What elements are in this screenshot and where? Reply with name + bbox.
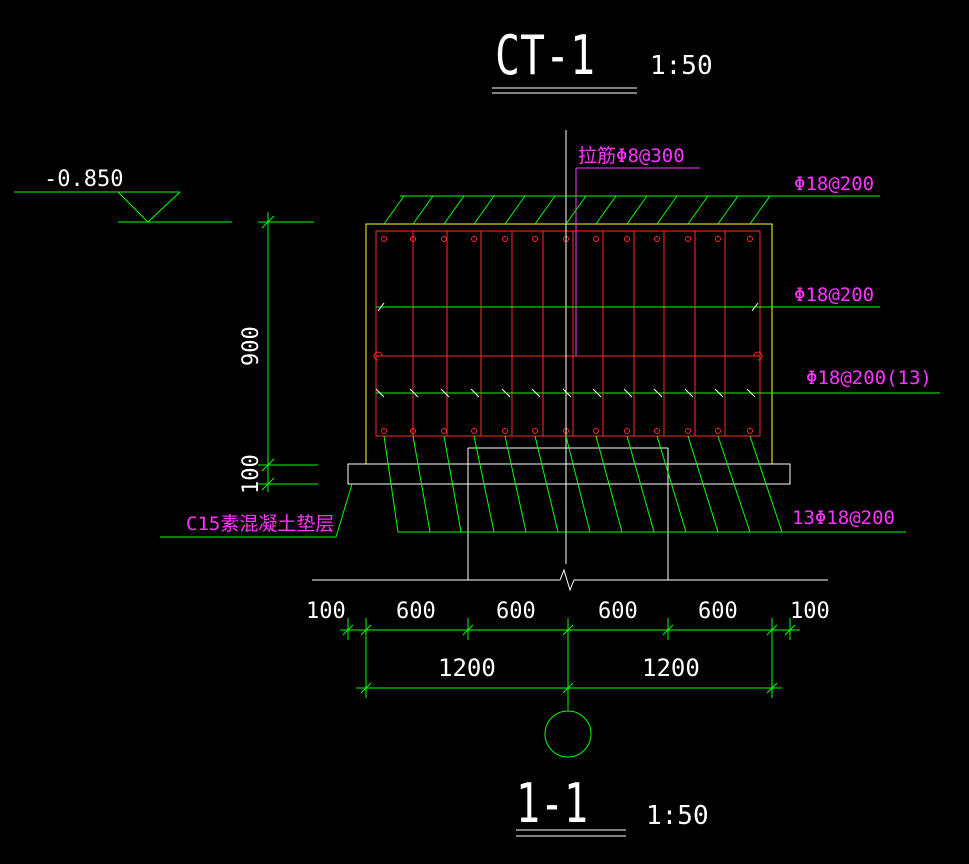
- top-leader-ticks: [383, 195, 880, 225]
- axis-bubble: [544, 710, 592, 758]
- dim-600-c: 600: [598, 599, 638, 624]
- dim-1200-left: 1200: [438, 654, 496, 682]
- dim-1200-right: 1200: [642, 654, 700, 682]
- dim-600-a: 600: [396, 599, 436, 624]
- mid-bar-label: Φ18@200: [794, 284, 874, 306]
- mid-bar-tick-r: [751, 302, 759, 312]
- tie-bar-label: 拉筋Φ8@300: [578, 145, 685, 167]
- bottom-bar-dots: [381, 428, 753, 434]
- pad-dim-text: 100: [239, 454, 264, 494]
- elevation-marker: -0.850: [14, 167, 232, 223]
- top-bar-dots: [381, 236, 753, 242]
- vertical-dimension: [258, 212, 318, 492]
- side-bar-label: Φ18@200(13): [806, 367, 932, 389]
- section-label: 1-1: [516, 772, 588, 835]
- title-scale: 1:50: [650, 51, 713, 81]
- pile: [467, 447, 669, 580]
- dim-100-left: 100: [306, 599, 346, 624]
- bottom-leader-ticks: [383, 435, 906, 533]
- tie-bar: [565, 130, 700, 564]
- pad-leader: [160, 483, 353, 538]
- cap-outline: [365, 223, 773, 465]
- rebar-cage: [373, 230, 763, 437]
- mid-bar-tick-l: [377, 302, 385, 312]
- drawing-title: CT-1: [495, 24, 595, 87]
- dim-chain-2: [356, 640, 782, 698]
- ground-line: [312, 568, 828, 592]
- section-scale: 1:50: [646, 801, 709, 831]
- dim-600-d: 600: [698, 599, 738, 624]
- vertical-rebars: [412, 231, 726, 436]
- elevation-text: -0.850: [44, 167, 123, 192]
- top-bar-label: Φ18@200: [794, 173, 874, 195]
- dim-chain-1: [340, 618, 800, 640]
- dim-chain-1-labels: 100 600 600 600 600 100: [306, 599, 830, 624]
- bottom-bar-label: 13Φ18@200: [792, 507, 895, 529]
- pad-label: C15素混凝土垫层: [186, 513, 334, 535]
- height-dim-text: 900: [239, 326, 264, 366]
- side-bar-leader: [375, 388, 940, 398]
- dim-100-right: 100: [790, 599, 830, 624]
- concrete-pad: [347, 463, 791, 485]
- dim-600-b: 600: [496, 599, 536, 624]
